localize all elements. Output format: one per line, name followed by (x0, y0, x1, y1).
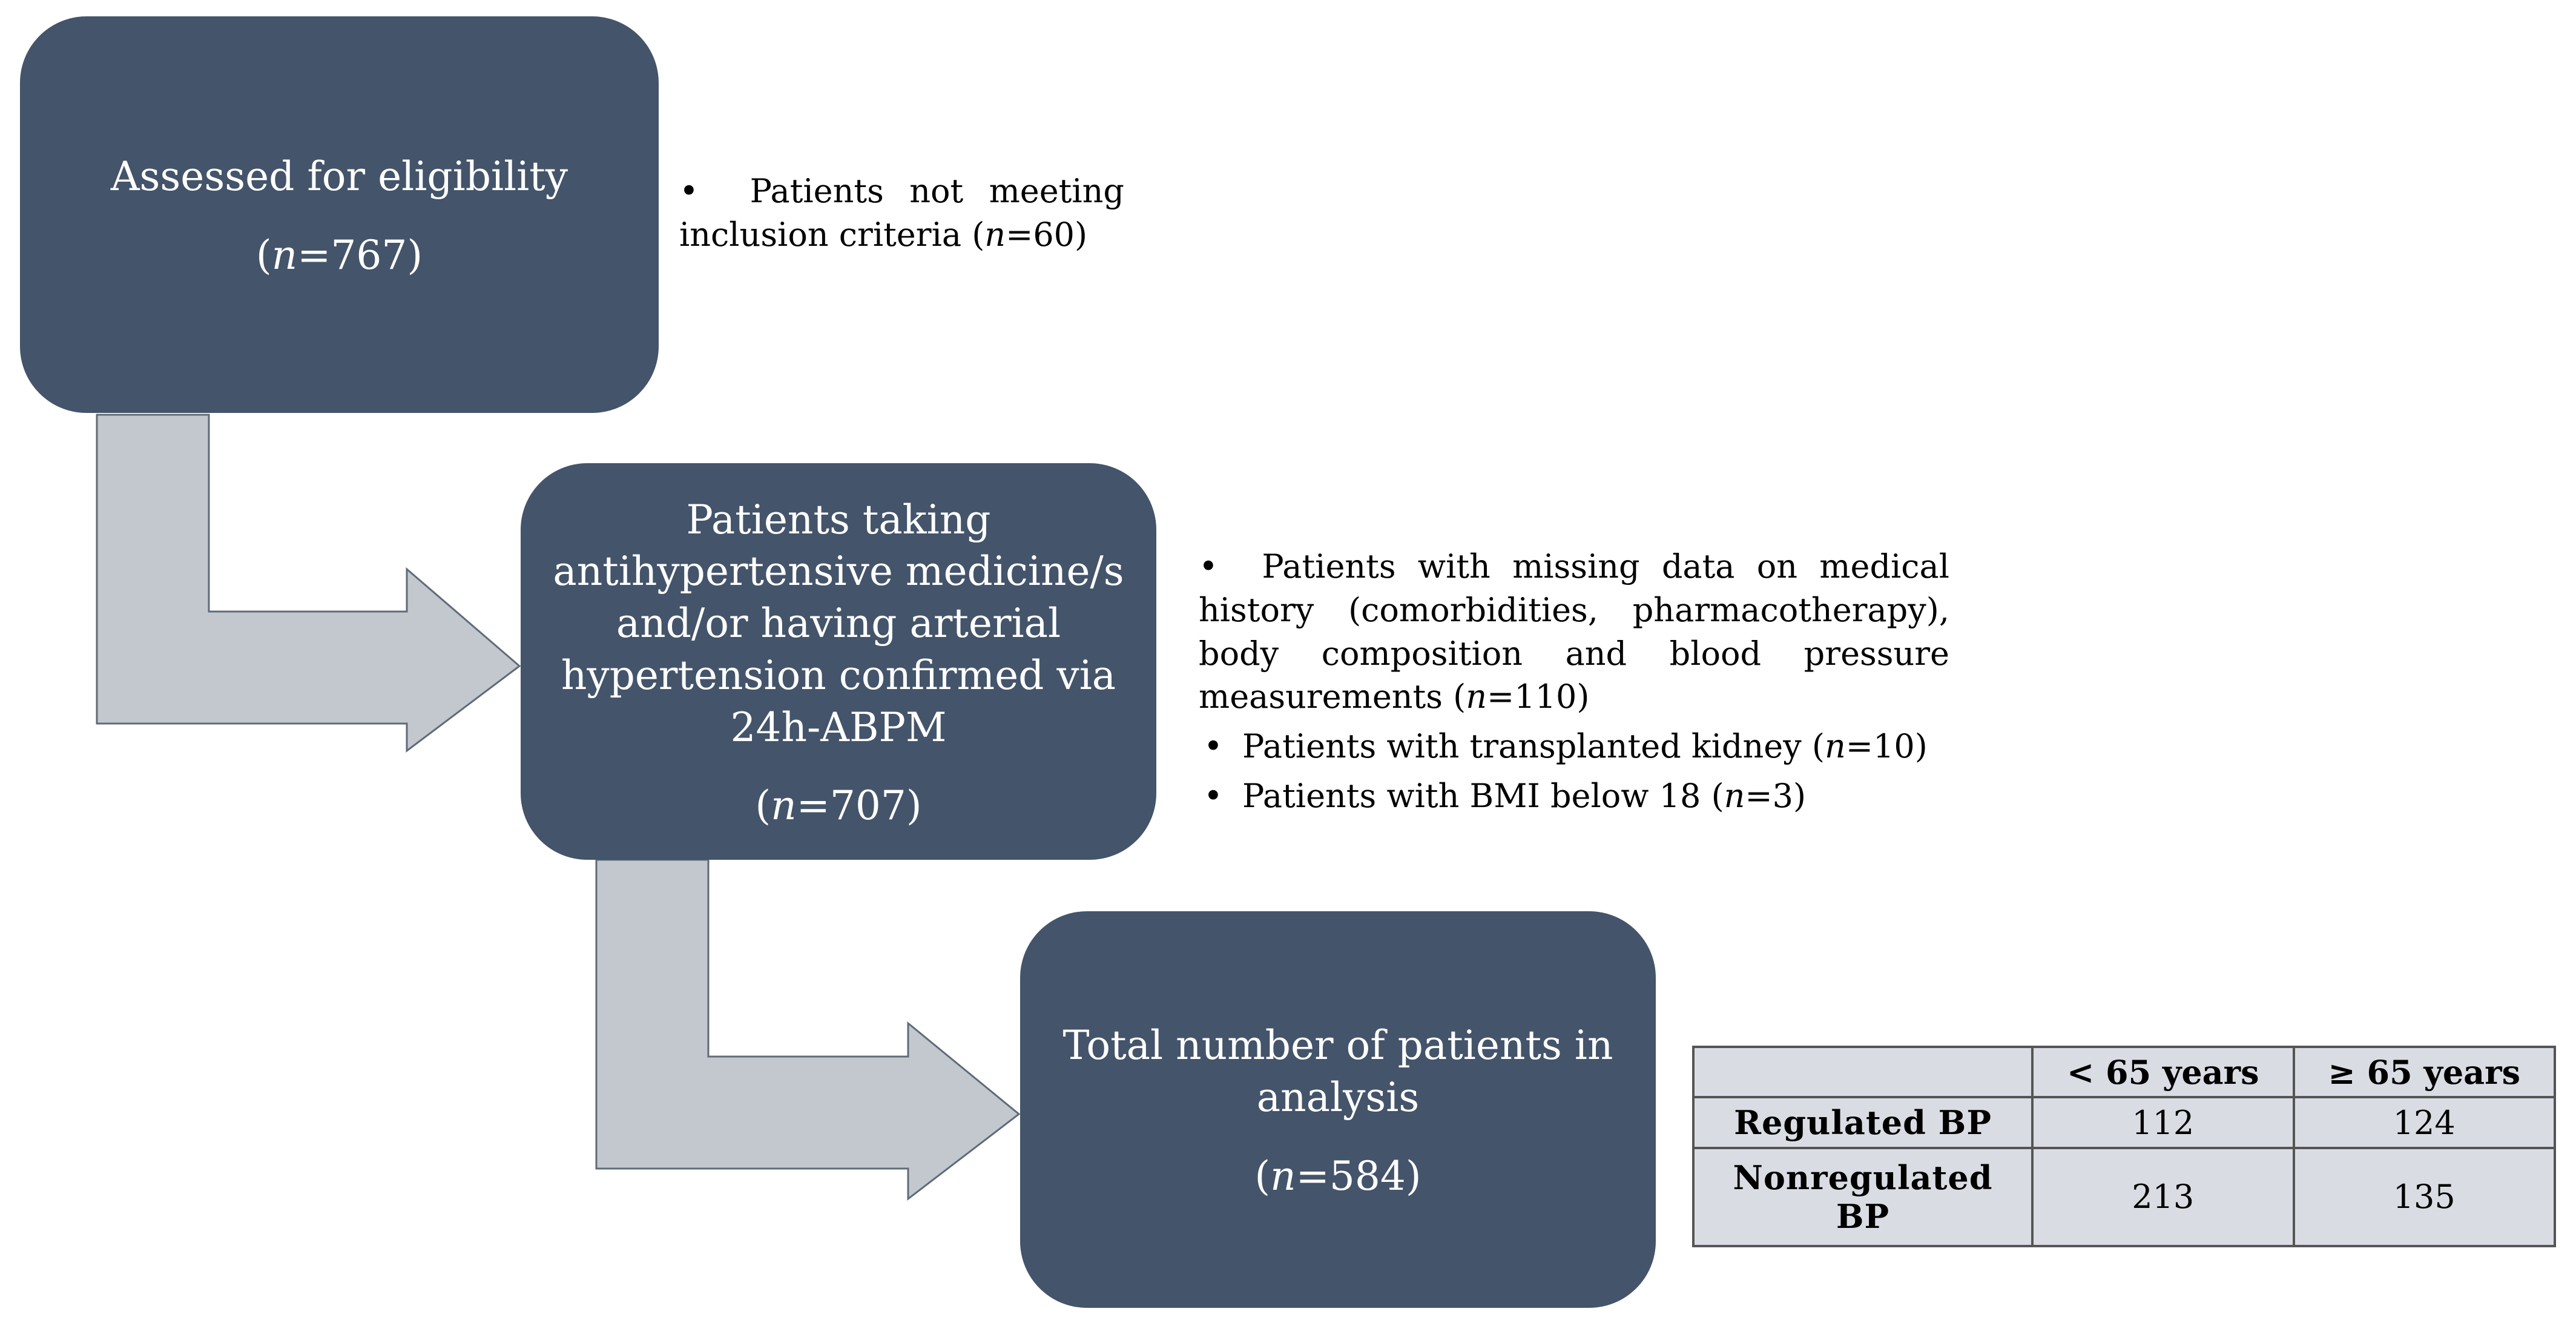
analysis-total-count: (n=584) (1254, 1152, 1421, 1199)
table-row: Nonregulated BP 213 135 (1692, 1146, 2556, 1248)
exclusion-item: •Patients with transplanted kidney (n=10… (1204, 727, 1928, 766)
table-header-row: < 65 years ≥ 65 years (1692, 1045, 2556, 1099)
exclusion-item: • Patients not meeting inclusion criteri… (679, 172, 1124, 254)
included-patients-count: (n=707) (755, 782, 922, 830)
arrow-1-to-2 (96, 414, 521, 753)
table-cell: 135 (2292, 1146, 2556, 1248)
eligibility-title: Assessed for eligibility (110, 153, 568, 200)
eligibility-box: Assessed for eligibility (n=767) (20, 16, 659, 413)
eligibility-count: (n=767) (255, 231, 423, 279)
table-row: Regulated BP 112 124 (1692, 1096, 2556, 1149)
column-header: < 65 years (2031, 1045, 2295, 1099)
column-header: ≥ 65 years (2292, 1045, 2556, 1099)
table-corner (1692, 1045, 2034, 1099)
included-patients-text: Patients taking antihypertensive medicin… (553, 496, 1124, 751)
bp-age-table: < 65 years ≥ 65 years Regulated BP 112 1… (1692, 1045, 2556, 1248)
included-patients-box: Patients taking antihypertensive medicin… (521, 463, 1156, 860)
row-header: Regulated BP (1692, 1096, 2034, 1149)
analysis-total-text: Total number of patients in analysis (1062, 1022, 1613, 1121)
analysis-total-box: Total number of patients in analysis (n=… (1020, 911, 1656, 1308)
table-cell: 112 (2031, 1096, 2295, 1149)
exclusion-list-1: • Patients not meeting inclusion criteri… (679, 170, 1124, 257)
row-header: Nonregulated BP (1692, 1146, 2034, 1248)
exclusion-list-2: • Patients with missing data on medical … (1199, 545, 1949, 824)
arrow-2-to-3 (595, 859, 1021, 1201)
table-cell: 213 (2031, 1146, 2295, 1248)
table-cell: 124 (2292, 1096, 2556, 1149)
exclusion-item: •Patients with BMI below 18 (n=3) (1204, 777, 1807, 816)
exclusion-item: • Patients with missing data on medical … (1199, 547, 1950, 716)
